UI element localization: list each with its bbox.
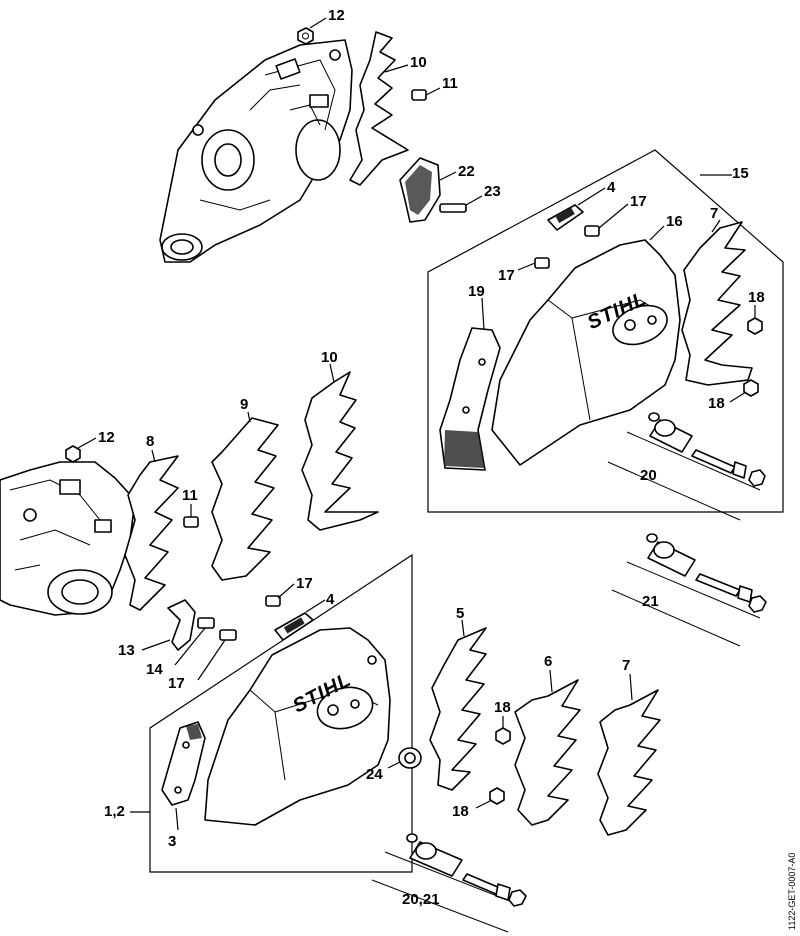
callout-11-mid: 11 [182,487,198,504]
spacer-bolt-21 [611,533,767,647]
callout-21: 21 [642,593,659,610]
callout-4-top: 4 [607,179,616,196]
screw-11-mid [183,504,199,528]
callout-7-bot: 7 [622,657,630,674]
nut-18-top-b [729,379,759,403]
assembly-frame-15 [427,149,784,513]
callout-22: 22 [458,163,475,180]
callout-3: 3 [168,833,176,850]
callout-16: 16 [666,213,683,230]
screw-23 [439,195,483,213]
screw-17-bot [197,629,237,681]
nut-18-bot-b [475,787,505,809]
callout-13: 13 [118,642,135,659]
clip-4-top [547,187,606,231]
callout-24: 24 [366,766,383,783]
assembly-frame-1-2 [149,553,413,873]
callout-11-top: 11 [442,75,458,92]
chain-guide-19 [439,297,501,471]
callout-23: 23 [484,183,501,200]
callout-17-bot: 17 [168,675,185,692]
chain-catcher-22 [399,157,457,223]
bumper-spike-7-top [681,221,753,386]
bumper-spike-6 [514,679,581,826]
bumper-spike-5 [429,627,487,791]
chain-guide-3 [161,721,206,831]
callout-10-top: 10 [410,54,427,71]
spring-13 [141,599,196,651]
callout-18-top-b: 18 [708,395,725,412]
callout-20: 20 [640,467,657,484]
callout-7-top: 7 [710,205,718,222]
bumper-spike-10-mid [301,371,379,531]
nut-24 [387,747,422,769]
callout-15: 15 [732,165,749,182]
spacer-bolt-20-21 [371,833,527,933]
nut-18-top-a [747,305,763,335]
callout-14: 14 [146,661,163,678]
callout-18-bot-b: 18 [452,803,469,820]
callout-12-top: 12 [328,7,345,24]
screw-11-top [411,87,441,101]
spacer-bolt-20 [607,412,766,521]
screw-17-mid [265,583,295,607]
screw-17-top-b [517,257,550,271]
callout-8: 8 [146,433,154,450]
nut-18-bot-a [495,716,511,745]
callout-20-21: 20,21 [402,891,440,908]
screw-17-top-a [584,203,629,237]
callout-18-bot-a: 18 [494,699,511,716]
crankcase-top [159,39,353,263]
bumper-spike-10-top [349,31,409,186]
clip-4-bot [274,599,326,641]
callout-17-top-b: 17 [498,267,515,284]
nut-12-top [297,17,327,45]
callout-19: 19 [468,283,485,300]
sprocket-cover-1-2: STIHL [204,627,391,826]
callout-10-mid: 10 [321,349,338,366]
crankcase-mid [0,461,136,616]
screw-14 [174,617,215,666]
callout-18-top-a: 18 [748,289,765,306]
callout-5: 5 [456,605,464,622]
callout-17-mid: 17 [296,575,313,592]
callout-6: 6 [544,653,552,670]
nut-12-mid [65,437,97,463]
callout-4-bot: 4 [326,591,335,608]
callout-9: 9 [240,396,248,413]
bumper-spike-9 [211,417,279,581]
bumper-spike-8 [124,455,179,611]
sprocket-cover-16: STIHL [491,225,681,466]
drawing-code: 1122-GET-0007-A0 [787,853,797,930]
callout-1-2: 1,2 [104,803,125,820]
callout-17-top-a: 17 [630,193,647,210]
callout-12-mid: 12 [98,429,115,446]
bumper-spike-7-bot [597,689,661,836]
